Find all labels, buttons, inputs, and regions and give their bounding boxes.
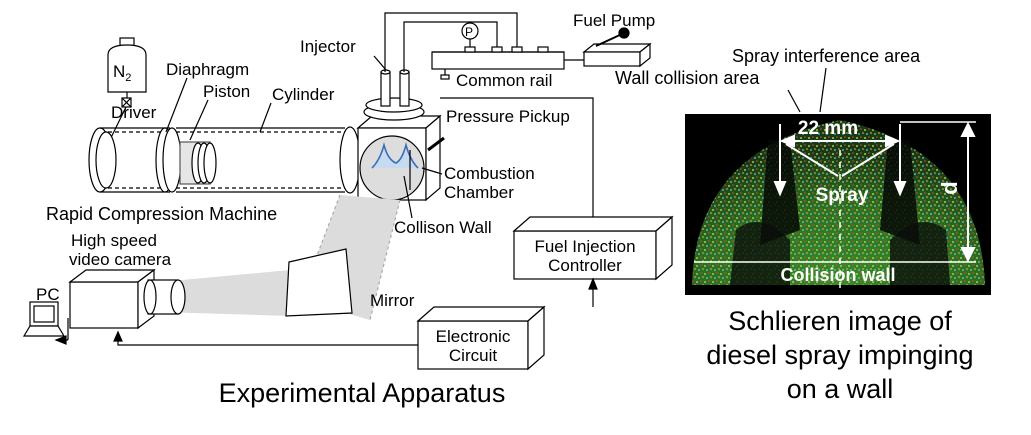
label-ec-2: Circuit [449, 346, 497, 365]
wire-circuit-to-camera [117, 332, 418, 346]
apparatus-labels: Injector P Fuel Pump Common rail N2 Diap… [36, 11, 655, 408]
caption-schlieren-1: Schlieren image of [728, 306, 952, 336]
leader-chamber [421, 167, 443, 175]
label-combustion-2: Chamber [444, 183, 514, 202]
label-spray: Spray [816, 185, 869, 206]
leader-injector [373, 55, 387, 71]
label-n2: N2 [113, 62, 131, 84]
label-fic-1: Fuel Injection [534, 237, 635, 256]
mirror [285, 248, 353, 317]
label-d: d [937, 181, 962, 194]
leader-wall-collision [787, 89, 801, 113]
label-rcm: Rapid Compression Machine [46, 204, 277, 224]
label-pressure-symbol: P [465, 25, 473, 39]
caption-schlieren-2: diesel spray impinging [706, 340, 973, 370]
schlieren-panel: Spray interference area Wall collision a… [615, 46, 991, 404]
leader-piston [189, 99, 209, 141]
arrow-camera [113, 330, 123, 342]
combustion-chamber [356, 97, 445, 202]
label-collision-wall: Collison Wall [394, 218, 492, 237]
label-driver: Driver [111, 103, 157, 122]
label-collision-wall-schlieren: Collision wall [780, 265, 895, 285]
schlieren-annotations [694, 121, 976, 288]
label-camera-1: High speed [71, 231, 157, 250]
rapid-compression-machine [88, 126, 361, 194]
label-pressure-pickup: Pressure Pickup [446, 107, 570, 126]
electronic-circuit-box [416, 305, 546, 371]
label-common-rail: Common rail [456, 71, 552, 90]
light-beam-lower [160, 270, 290, 316]
label-combustion-1: Combustion [444, 164, 535, 183]
common-rail [431, 22, 584, 80]
pc-laptop-icon [22, 301, 66, 337]
leader-wall [403, 175, 413, 219]
leader-diaphragm [165, 77, 188, 133]
label-pc: PC [36, 285, 60, 304]
caption-schlieren-3: on a wall [787, 374, 894, 404]
label-diaphragm: Diaphragm [166, 60, 249, 79]
label-22mm: 22 mm [798, 118, 858, 139]
label-piston: Piston [203, 82, 250, 101]
label-cylinder: Cylinder [272, 85, 335, 104]
label-injector: Injector [300, 37, 356, 56]
label-ec-1: Electronic [436, 327, 511, 346]
apparatus-diagram [22, 12, 674, 371]
fuel-injection-controller-box [512, 215, 674, 281]
label-fic-2: Controller [548, 256, 622, 275]
fuel-pump [582, 27, 652, 68]
leader-interference [819, 67, 827, 113]
label-spray-interference: Spray interference area [732, 46, 921, 66]
wire-pickup-to-controller [440, 97, 594, 217]
label-mirror: Mirror [370, 291, 415, 310]
label-camera-2: video camera [69, 250, 172, 269]
label-wall-collision: Wall collision area [615, 68, 760, 88]
high-speed-camera [68, 268, 186, 330]
arrow-up [588, 277, 598, 290]
leader-cylinder [259, 102, 272, 133]
caption-apparatus: Experimental Apparatus [219, 378, 506, 408]
label-fuel-pump: Fuel Pump [573, 11, 655, 30]
